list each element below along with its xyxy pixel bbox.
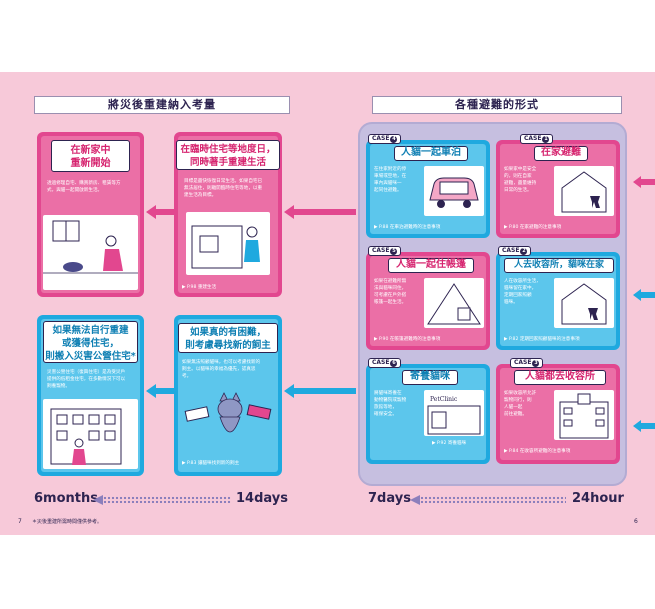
ref-case-3: ▶ P.84 在收容所避難的注意事項 (504, 449, 571, 454)
home-illustration (554, 166, 614, 216)
book-icon: ▶ (182, 461, 186, 466)
timeline-14-days: 14days (236, 491, 288, 506)
ref-case-1: ▶ P.80 在家避難的注意事項 (504, 225, 562, 230)
case-6-title: 寄養貓咪 (402, 370, 458, 385)
card-public-housing-body: 災害公營住宅（復興住宅）是為受災戶提供的低租金住宅，在多數情況下可以飼養寵物。 (47, 370, 126, 389)
ref-case-2: ▶ P.82 定期回家照顧貓咪的注意事項 (504, 337, 580, 342)
ref-new-owner: ▶ P.83 讓貓咪找到新的飼主 (182, 461, 240, 466)
case-5-body: 如果在避難所無法與貓咪同住，可考慮在戶外搭帳篷一起生活。 (374, 279, 407, 305)
shelter-building-illustration (554, 390, 614, 440)
card-temp-housing-title: 在臨時住宅等地度日，同時著手重建生活 (176, 140, 280, 170)
card-new-home: 在新家中重新開始 透過修理自宅、購買新房、租賃等方式，與貓一起開啟新生活。 (37, 132, 144, 297)
case-4-body: 在住家附近的停車場或空地，在車內與貓咪一起同住避難。 (374, 167, 407, 193)
ref-rebuild: ▶ P.98 重建生活 (182, 285, 217, 290)
arrow-edge-blue (633, 289, 655, 301)
case-4-title: 人貓一起車泊 (394, 146, 468, 161)
ref-case-5: ▶ P.90 在帳篷避難時的注意事項 (374, 337, 441, 342)
book-icon: ▶ (504, 337, 508, 342)
clinic-sign: PetClinic (430, 396, 458, 403)
card-case-1-home: 在家避難 如果家中是安全的，則在自家避難，盡量維持日常的生活。 ▶ P.80 在… (496, 140, 620, 238)
public-housing-illustration (43, 399, 138, 469)
case-1-title: 在家避難 (534, 146, 588, 161)
case-2-title: 人去收容所，貓咪在家 (504, 258, 614, 273)
ref-case-6: ▶ P.92 寄養貓咪 (432, 441, 467, 446)
card-case-3-shelter: 人貓都去收容所 如果收容所允許寵物同行，則人貓一起前往避難。 ▶ P.84 在收… (496, 364, 620, 464)
card-case-2-shelter-cat-home: 人去收容所，貓咪在家 人在收容所生活，貓咪留在家中，定期回家照顧貓咪。 ▶ P.… (496, 252, 620, 350)
case-2-body: 人在收容所生活，貓咪留在家中，定期回家照顧貓咪。 (504, 279, 541, 305)
book-icon: ▶ (504, 225, 508, 230)
car-illustration (424, 166, 484, 216)
card-temp-housing: 在臨時住宅等地度日，同時著手重建生活 目標是盡快恢復日常生活。如果自宅已無法居住… (174, 132, 282, 297)
book-icon: ▶ (374, 225, 378, 230)
card-new-owner: 如果真的有困難，則考慮尋找新的飼主 如果無法照顧貓咪，也可以考慮找新的飼主。以貓… (174, 315, 282, 476)
arrow-left-bottom-1 (146, 384, 174, 398)
card-public-housing: 如果無法自行重建或獲得住宅，則搬入災害公營住宅* 災害公營住宅（復興住宅）是為受… (37, 315, 144, 476)
card-new-owner-title: 如果真的有困難，則考慮尋找新的飼主 (178, 323, 278, 353)
new-home-illustration (43, 215, 138, 290)
book-icon: ▶ (182, 285, 186, 290)
book-icon: ▶ (432, 441, 436, 446)
house-cat-illustration (554, 278, 614, 328)
card-case-4-car: 人貓一起車泊 在住家附近的停車場或空地，在車內與貓咪一起同住避難。 ▶ P.88… (366, 140, 490, 238)
case-3-title: 人貓都去收容所 (514, 370, 606, 385)
footnote: ＊災後重建所需時間僅供參考。 (32, 519, 103, 525)
card-temp-housing-body: 目標是盡快恢復日常生活。如果自宅已無法居住，則離開臨時住宅等地，以重建生活為目標… (184, 179, 263, 198)
arrow-left-top-2 (284, 205, 356, 219)
page-number-left: 7 (18, 518, 22, 525)
case-1-body: 如果家中是安全的，則在自家避難，盡量維持日常的生活。 (504, 167, 537, 193)
card-case-5-tent: 人貓一起住帳篷 如果在避難所無法與貓咪同住，可考慮在戶外搭帳篷一起生活。 ▶ P… (366, 252, 490, 350)
case-3-body: 如果收容所允許寵物同行，則人貓一起前往避難。 (504, 391, 537, 417)
card-new-home-body: 透過修理自宅、購買新房、租賃等方式，與貓一起開啟新生活。 (47, 181, 121, 193)
arrow-edge-pink (633, 176, 655, 188)
book-icon: ▶ (374, 337, 378, 342)
arrow-left-bottom-2 (284, 384, 356, 398)
page-number-right: 6 (634, 518, 638, 525)
left-heading: 將災後重建納入考量 (34, 96, 290, 114)
card-public-housing-title: 如果無法自行重建或獲得住宅，則搬入災害公營住宅* (43, 321, 138, 363)
timeline-arrowhead-2 (410, 495, 420, 505)
arrow-edge-blue-2 (633, 420, 655, 432)
card-new-home-title: 在新家中重新開始 (51, 140, 130, 172)
ref-case-4: ▶ P.88 在車泊避難時的注意事項 (374, 225, 441, 230)
case-6-body: 將貓咪寄養在動物醫院或寵物旅館等地，確保安全。 (374, 391, 407, 417)
tent-illustration (424, 278, 484, 328)
timeline-dots-2 (420, 496, 566, 503)
card-new-owner-body: 如果無法照顧貓咪，也可以考慮找新的飼主。以貓咪的幸福為優先，認真思考。 (182, 360, 261, 379)
timeline-arrowhead-1 (93, 495, 103, 505)
right-heading: 各種避難的形式 (372, 96, 622, 114)
card-case-6-boarding: 寄養貓咪 將貓咪寄養在動物醫院或寵物旅館等地，確保安全。 PetClinic ▶… (366, 364, 490, 464)
timeline-24-hour: 24hour (572, 491, 624, 506)
temp-housing-illustration (186, 212, 270, 275)
timeline-7-days: 7days (368, 491, 411, 506)
arrow-left-top-1 (146, 205, 174, 219)
timeline-6-months: 6months (34, 491, 98, 506)
new-owner-illustration (182, 387, 274, 451)
clinic-illustration: PetClinic (424, 390, 484, 436)
timeline-dots-1 (103, 496, 231, 503)
book-icon: ▶ (504, 449, 508, 454)
case-5-title: 人貓一起住帳篷 (388, 258, 474, 273)
